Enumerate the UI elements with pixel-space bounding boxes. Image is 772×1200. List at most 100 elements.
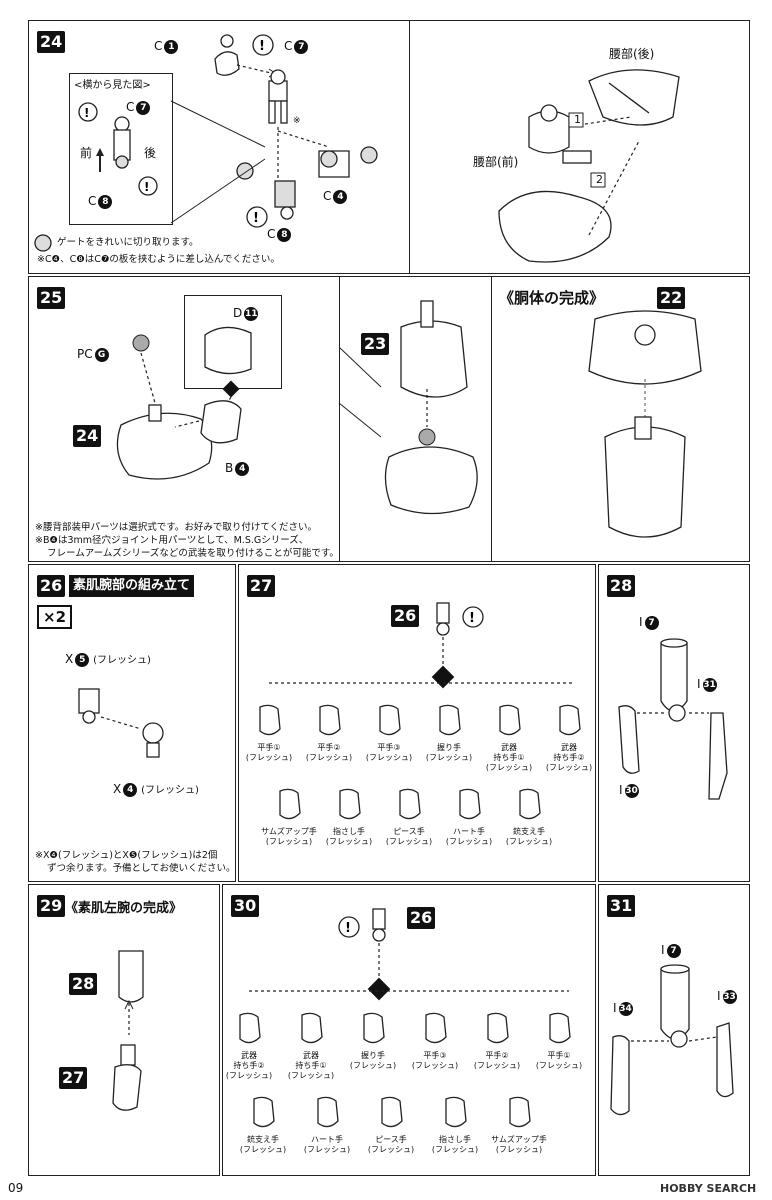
hand-option-label: 平手①: [547, 1051, 571, 1060]
hand-part-icon: [319, 704, 341, 736]
hand-option-sublabel: (フレッシュ): [265, 837, 313, 846]
step-29-parts-drawing: [112, 950, 144, 1111]
svg-text:!: !: [469, 611, 475, 626]
hand-option-label: 平手②: [485, 1051, 509, 1060]
note-spare-1: ※X❹(フレッシュ)とX❺(フレッシュ)は2個: [35, 850, 218, 861]
arrow-number-2: 2: [596, 173, 603, 186]
page-number: 09: [8, 1181, 24, 1195]
hand-option-sublabel: (フレッシュ): [445, 837, 493, 846]
step-number: 28: [607, 575, 636, 597]
hand-part-icon: [519, 788, 541, 820]
hand-part-icon: [559, 704, 581, 736]
hand-part-icon: [381, 1096, 403, 1128]
ref-28: 28: [69, 973, 98, 995]
step-number: 30: [231, 895, 260, 917]
step-28-parts-drawing: [618, 638, 728, 800]
divider: [339, 277, 341, 561]
note-optional: ※腰背部装甲パーツは選択式です。お好みで取り付けてください。: [35, 522, 318, 533]
hand-option-label: 銃支え手: [247, 1135, 279, 1144]
hand-option-label: 平手③: [377, 743, 401, 752]
side-view-drawing: ! !: [78, 102, 158, 196]
side-view-title: <横から見た図>: [74, 80, 151, 91]
svg-text:!: !: [345, 921, 351, 936]
waist-back-label: 腰部(後): [609, 47, 655, 61]
hand-option-label: 握り手: [437, 743, 461, 752]
hand-part-icon: [253, 1096, 275, 1128]
hand-part-icon: [279, 788, 301, 820]
svg-text:!: !: [253, 211, 259, 226]
torso-complete-title: 《胴体の完成》: [499, 289, 605, 307]
svg-text:!: !: [144, 180, 149, 194]
hand-option-label: ハート手: [453, 827, 485, 836]
label-back: 後: [144, 146, 157, 160]
svg-text:!: !: [259, 39, 265, 54]
step-26-parts-drawing: [78, 688, 164, 758]
note-gate: ゲートをきれいに切り取ります。: [57, 237, 199, 248]
hand-option-label: サムズアップ手: [491, 1135, 547, 1144]
note-spare-2: ずつ余ります。予備としてお使いください。: [47, 863, 236, 874]
hand-part-icon: [487, 1012, 509, 1044]
watermark: HOBBY SEARCH: [660, 1182, 757, 1195]
arrow-number-1: 1: [574, 113, 581, 126]
hand-option-sublabel: (フレッシュ): [385, 837, 433, 846]
hand-option-label: 武器 持ち手①: [493, 743, 525, 762]
hand-option-sublabel: (フレッシュ): [367, 1145, 415, 1154]
ref-22: 22: [657, 287, 686, 309]
svg-text:!: !: [84, 106, 89, 120]
hand-option-label: 武器 持ち手①: [295, 1051, 327, 1070]
note-b4-joint: ※B❹は3mm径穴ジョイント用パーツとして、M.S.Gシリーズ、: [35, 535, 309, 546]
step-30-parts-drawing: !: [249, 908, 569, 1001]
divider: [409, 21, 411, 273]
hand-option-label: ピース手: [393, 827, 425, 836]
label-ref-mark: ※: [293, 116, 301, 126]
step-24-parts-drawing: ! !: [34, 34, 680, 263]
hand-part-icon: [317, 1096, 339, 1128]
hand-part-icon: [399, 788, 421, 820]
note-frame-arms: フレームアームズシリーズなどの武装を取り付けることが可能です。: [47, 548, 339, 559]
hand-part-icon: [445, 1096, 467, 1128]
step-27-parts-drawing: !: [269, 602, 573, 689]
hand-part-icon: [549, 1012, 571, 1044]
hand-option-sublabel: (フレッシュ): [485, 763, 533, 772]
hand-part-icon: [499, 704, 521, 736]
divider: [491, 277, 493, 561]
step-number: 29: [37, 895, 66, 917]
hand-option-sublabel: (フレッシュ): [225, 1071, 273, 1080]
waist-front-label: 腰部(前): [473, 155, 519, 169]
hand-option-sublabel: (フレッシュ): [535, 1061, 583, 1070]
hand-part-icon: [379, 704, 401, 736]
hand-option-label: サムズアップ手: [261, 827, 317, 836]
hand-option-sublabel: (フレッシュ): [473, 1061, 521, 1070]
ref-26: 26: [407, 907, 436, 929]
hand-option-label: 平手③: [423, 1051, 447, 1060]
hand-option-label: 平手②: [317, 743, 341, 752]
hand-option-sublabel: (フレッシュ): [365, 753, 413, 762]
hand-part-icon: [301, 1012, 323, 1044]
step-30-panel: 30 26 ! 武器 持ち手②(フレッシュ)武器 持ち手①(フレッシュ)握り手(…: [222, 884, 596, 1176]
hand-option-sublabel: (フレッシュ): [411, 1061, 459, 1070]
note-insert: ※C❹、C❽はC❼の板を挟むように差し込んでください。: [37, 254, 280, 265]
hand-part-icon: [339, 788, 361, 820]
step-25-parts-drawing: [116, 300, 702, 538]
hand-option-label: 武器 持ち手②: [233, 1051, 265, 1070]
hand-option-sublabel: (フレッシュ): [239, 1145, 287, 1154]
hand-part-icon: [425, 1012, 447, 1044]
hand-option-label: 銃支え手: [513, 827, 545, 836]
step-27-panel: 27 26 ! 平手①(フレッシュ)平手②(フレッシュ)平手③(フレッシュ)握り…: [238, 564, 596, 882]
label-front: 前: [80, 146, 93, 160]
hand-option-sublabel: (フレッシュ): [425, 753, 473, 762]
hand-option-sublabel: (フレッシュ): [305, 753, 353, 762]
step-number: 24: [37, 31, 66, 53]
